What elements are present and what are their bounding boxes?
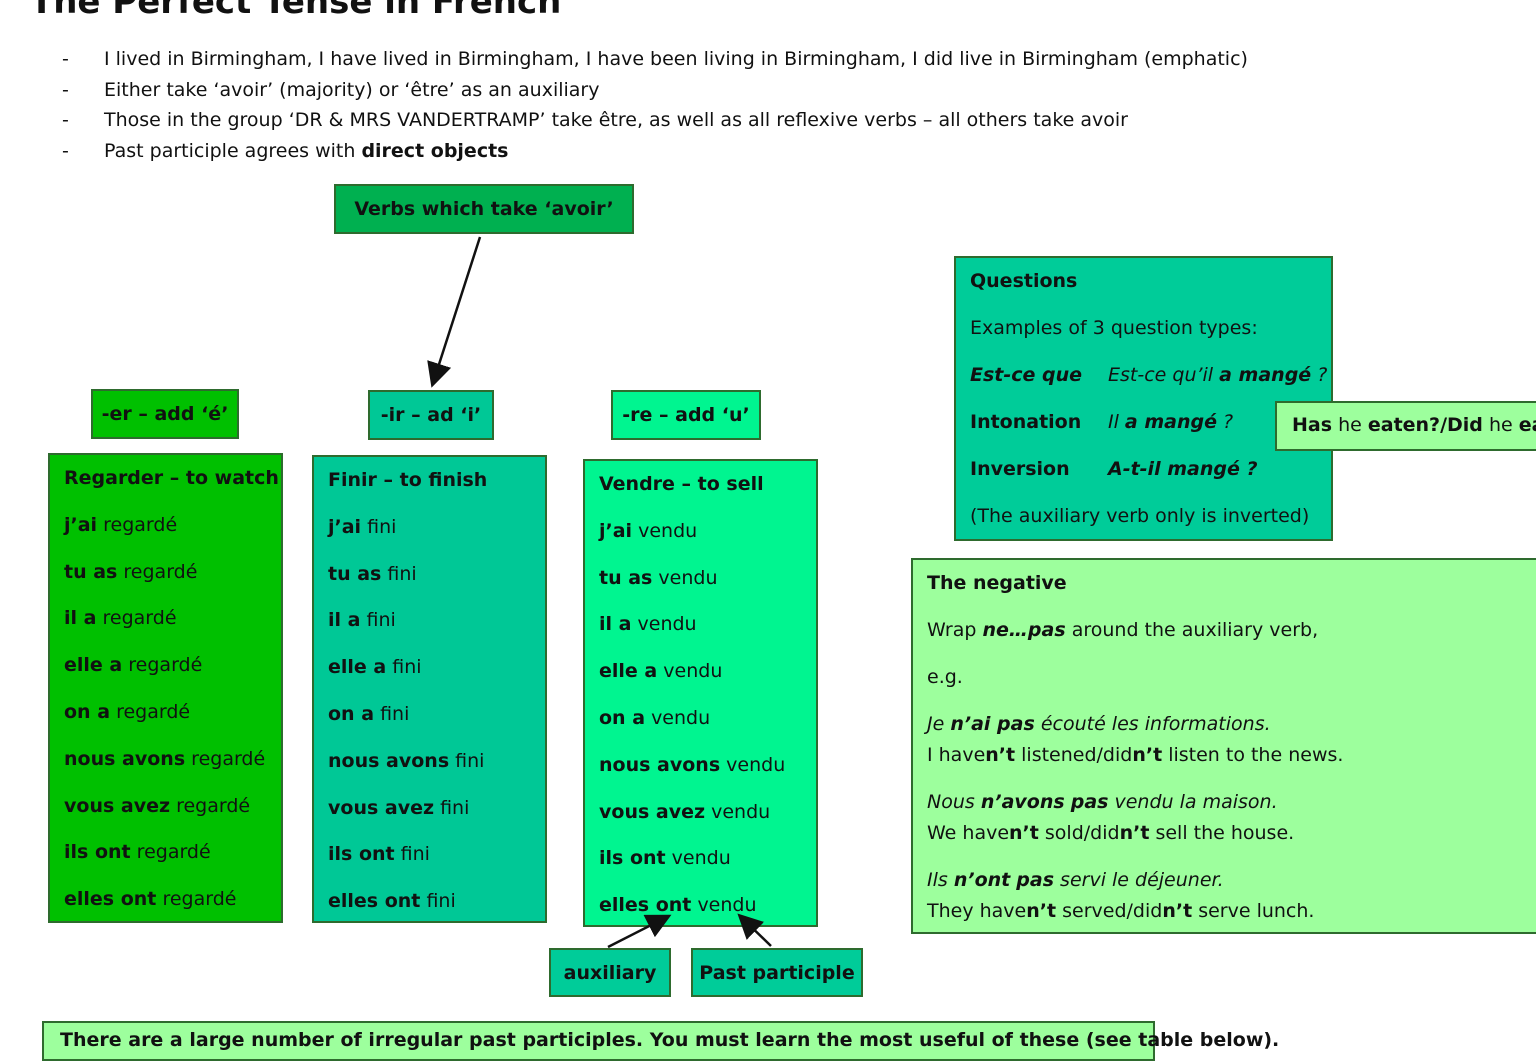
negative-heading: The negative [927,572,1067,594]
negative-eg: e.g. [927,666,963,688]
avoir-verbs-label: Verbs which take ‘avoir’ [334,184,634,234]
conjugation-row: j’ai vendu [599,519,698,542]
negative-example: Je n’ai pas écouté les informations. [927,713,1271,735]
questions-heading: Questions [970,270,1078,292]
er-conjugation-box: Regarder – to watch j’ai regardé tu as r… [48,453,283,923]
conjugation-row: elles ont regardé [64,888,237,911]
bullet-item: -Past participle agrees with direct obje… [62,139,509,162]
conjugation-row: j’ai fini [328,515,397,538]
re-conjugation-box: Vendre – to sell j’ai vendu tu as vendu … [583,459,818,927]
negative-translation: We haven’t sold/didn’t sell the house. [927,822,1295,844]
conjugation-row: tu as fini [328,562,417,585]
conjugation-row: tu as regardé [64,560,198,583]
conjugation-row: vous avez vendu [599,800,771,823]
bullet-item: -Either take ‘avoir’ (majority) or ‘être… [62,78,600,101]
conjugation-row: elles ont vendu [599,894,757,917]
intro-bullets: -I lived in Birmingham, I have lived in … [62,44,1248,166]
bullet-item: -I lived in Birmingham, I have lived in … [62,48,1248,70]
auxiliary-arrow [607,914,672,949]
conjugation-heading: Regarder – to watch [64,467,279,489]
negative-box: The negative Wrap ne…pas around the auxi… [911,558,1536,934]
conjugation-row: elle a vendu [599,660,723,683]
conjugation-row: tu as vendu [599,566,718,589]
conjugation-row: elle a fini [328,656,422,679]
conjugation-row: il a fini [328,609,396,632]
negative-translation: I haven’t listened/didn’t listen to the … [927,744,1344,766]
conjugation-row: nous avons fini [328,749,485,772]
negative-example: Nous n’avons pas vendu la maison. [927,791,1278,813]
conjugation-row: elle a regardé [64,654,203,677]
conjugation-row: il a regardé [64,607,177,630]
conjugation-row: on a fini [328,702,410,725]
questions-note: (The auxiliary verb only is inverted) [970,505,1310,527]
er-rule-label: -er – add ‘é’ [91,389,239,439]
past-participle-label: Past participle [691,948,863,997]
conjugation-heading: Vendre – to sell [599,473,764,495]
negative-rule: Wrap ne…pas around the auxiliary verb, [927,619,1319,641]
auxiliary-label: auxiliary [549,948,671,997]
re-rule-label: -re – add ‘u’ [611,390,761,440]
negative-translation: They haven’t served/didn’t serve lunch. [927,900,1315,922]
translation-box: Has he eaten?/Did he eat? [1275,401,1536,451]
ir-conjugation-box: Finir – to finish j’ai fini tu as fini i… [312,455,547,923]
questions-box: Questions Examples of 3 question types: … [954,256,1333,541]
conjugation-row: elles ont fini [328,890,456,913]
bullet-item: -Those in the group ‘DR & MRS VANDERTRAM… [62,109,1128,131]
past-participle-arrow [737,913,772,947]
questions-intro: Examples of 3 question types: [970,317,1258,339]
conjugation-row: vous avez regardé [64,794,251,817]
conjugation-row: ils ont vendu [599,847,731,870]
conjugation-row: ils ont fini [328,843,430,866]
negative-example: Ils n’ont pas servi le déjeuner. [927,869,1224,891]
conjugation-row: il a vendu [599,613,697,636]
avoir-to-ir-arrow [427,236,482,388]
ir-rule-label: -ir – ad ‘i’ [368,390,494,440]
conjugation-row: on a regardé [64,700,191,723]
conjugation-row: j’ai regardé [64,513,178,536]
conjugation-row: vous avez fini [328,796,470,819]
conjugation-row: nous avons regardé [64,747,266,770]
conjugation-row: on a vendu [599,706,711,729]
conjugation-heading: Finir – to finish [328,469,488,491]
conjugation-row: ils ont regardé [64,841,211,864]
page-title: The Perfect Tense in French [30,0,562,22]
conjugation-row: nous avons vendu [599,753,786,776]
